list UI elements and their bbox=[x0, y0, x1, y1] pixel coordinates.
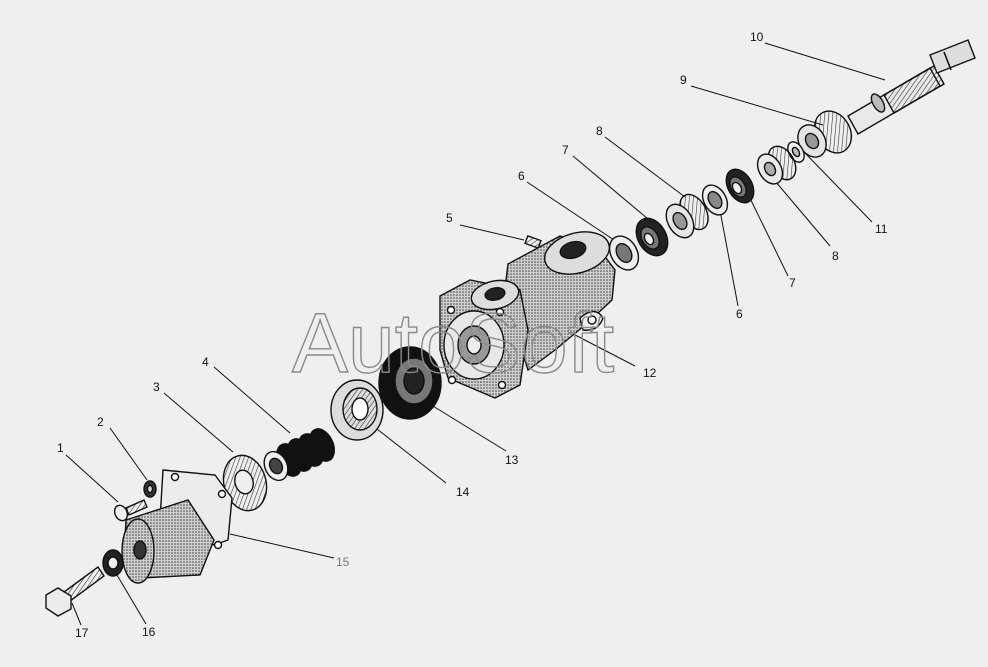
bolt-part-17 bbox=[45, 566, 105, 617]
label-part-1: 1 bbox=[57, 441, 64, 455]
label-part-6-a: 6 bbox=[518, 169, 525, 183]
label-part-7-b: 7 bbox=[789, 276, 796, 290]
shaft-part-10 bbox=[847, 39, 976, 135]
leader-lines bbox=[65, 42, 886, 626]
label-part-6-b: 6 bbox=[736, 307, 743, 321]
washer-part-6-left bbox=[608, 235, 640, 271]
washer-part-6-right bbox=[701, 184, 729, 216]
label-part-8-b: 8 bbox=[832, 249, 839, 263]
part-labels: 1 2 3 4 5 6 6 7 7 8 8 9 10 11 12 13 14 1… bbox=[57, 30, 888, 640]
set-screw-part-5 bbox=[524, 234, 542, 250]
watermark-text: AutoSoft bbox=[292, 296, 614, 390]
cup-ring-part-14 bbox=[330, 379, 384, 441]
label-part-11: 11 bbox=[875, 222, 888, 236]
label-part-14: 14 bbox=[456, 485, 470, 499]
label-part-10: 10 bbox=[750, 30, 764, 44]
label-part-16: 16 bbox=[142, 625, 156, 639]
label-part-5: 5 bbox=[446, 211, 453, 225]
label-part-7-a: 7 bbox=[562, 143, 569, 157]
seal-part-13 bbox=[378, 346, 442, 420]
spring-part-4 bbox=[263, 428, 335, 482]
label-part-8-a: 8 bbox=[596, 124, 603, 138]
nut-part-16 bbox=[102, 549, 124, 577]
housing-part-12 bbox=[439, 231, 616, 399]
label-part-9: 9 bbox=[680, 73, 687, 87]
washer-part-2 bbox=[143, 480, 157, 498]
label-part-17: 17 bbox=[75, 626, 89, 640]
bearing-part-7-left bbox=[635, 217, 669, 257]
label-part-12: 12 bbox=[643, 366, 657, 380]
bolt-part-1 bbox=[113, 499, 148, 522]
bearing-part-7-right bbox=[725, 168, 755, 204]
bushing-part-8-right bbox=[756, 145, 797, 185]
label-part-4: 4 bbox=[202, 355, 209, 369]
label-part-2: 2 bbox=[97, 415, 104, 429]
cover-part-15 bbox=[121, 469, 233, 584]
bushing-part-8-left bbox=[665, 193, 709, 239]
spring-plate-part-3 bbox=[222, 454, 268, 512]
label-part-3: 3 bbox=[153, 380, 160, 394]
label-part-13: 13 bbox=[505, 453, 519, 467]
label-part-15: 15 bbox=[336, 555, 350, 569]
